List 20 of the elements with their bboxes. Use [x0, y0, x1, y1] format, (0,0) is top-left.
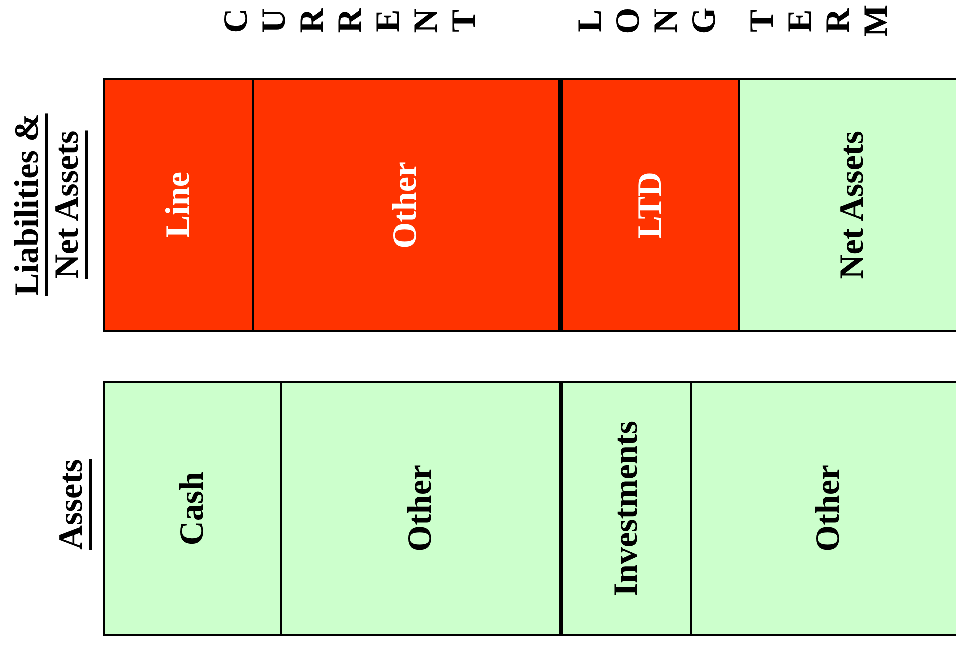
section-heading: CURRENT	[218, 7, 484, 36]
balance-sheet-block	[280, 381, 564, 636]
balance-sheet-block	[103, 381, 282, 636]
balance-sheet-block	[252, 78, 563, 332]
row-heading: Assets	[52, 458, 91, 552]
balance-sheet-block	[690, 381, 956, 636]
block-label: Other	[402, 465, 440, 552]
balance-sheet-block	[561, 78, 740, 332]
block-label: LTD	[632, 172, 670, 238]
balance-sheet-block	[738, 78, 956, 332]
section-heading: LONG TERM	[572, 4, 896, 40]
balance-sheet-block	[103, 78, 254, 332]
balance-sheet-block	[561, 381, 692, 636]
block-label: Investments	[608, 420, 646, 596]
block-label: Line	[160, 172, 198, 238]
block-label: Cash	[174, 472, 212, 546]
block-label: Other	[387, 162, 425, 248]
block-label: Net Assets	[834, 130, 872, 280]
row-heading: Liabilities & Net Assets	[8, 112, 87, 298]
block-label: Other	[810, 465, 848, 552]
